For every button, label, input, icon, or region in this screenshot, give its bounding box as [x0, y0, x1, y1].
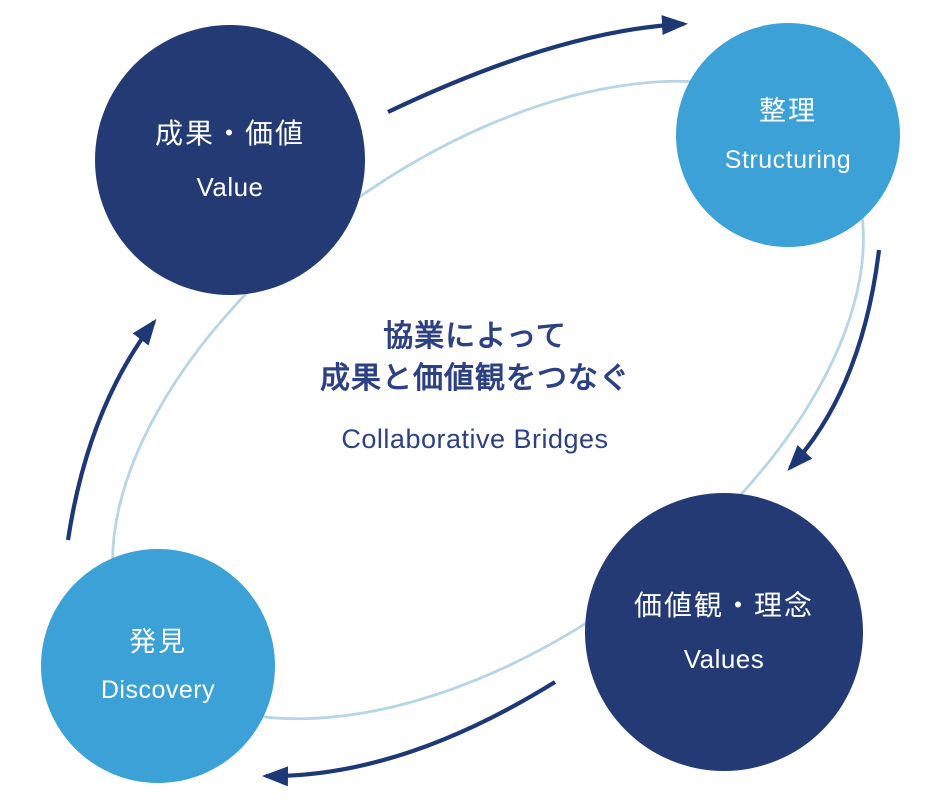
center-message-jp-line2: 成果と価値観をつなぐ — [320, 362, 630, 395]
center-message-en: Collaborative Bridges — [341, 424, 609, 454]
cycle-arrow-left-icon — [65, 318, 157, 541]
cycle-arrow-right-icon — [787, 249, 882, 471]
node-discovery-en-label: Discovery — [100, 676, 216, 704]
node-values-en-label: Values — [683, 644, 765, 674]
node-value-jp-label: 成果・価値 — [154, 118, 305, 149]
node-values: 価値観・理念 Values — [585, 493, 863, 771]
node-discovery: 発見 Discovery — [41, 549, 275, 783]
cycle-arrow-top-icon — [387, 15, 688, 114]
node-structuring-en-label: Structuring — [724, 145, 852, 174]
node-structuring-jp-label: 整理 — [759, 95, 817, 126]
node-values-jp-label: 価値観・理念 — [633, 590, 814, 621]
center-message: 協業によって 成果と価値観をつなぐ Collaborative Bridges — [275, 316, 675, 455]
node-value: 成果・価値 Value — [95, 25, 365, 295]
node-discovery-jp-label: 発見 — [129, 627, 187, 657]
center-message-jp-line1: 協業によって — [383, 320, 567, 353]
cycle-arrow-bottom-icon — [262, 680, 557, 787]
node-structuring: 整理 Structuring — [676, 23, 900, 247]
node-value-en-label: Value — [196, 172, 264, 202]
